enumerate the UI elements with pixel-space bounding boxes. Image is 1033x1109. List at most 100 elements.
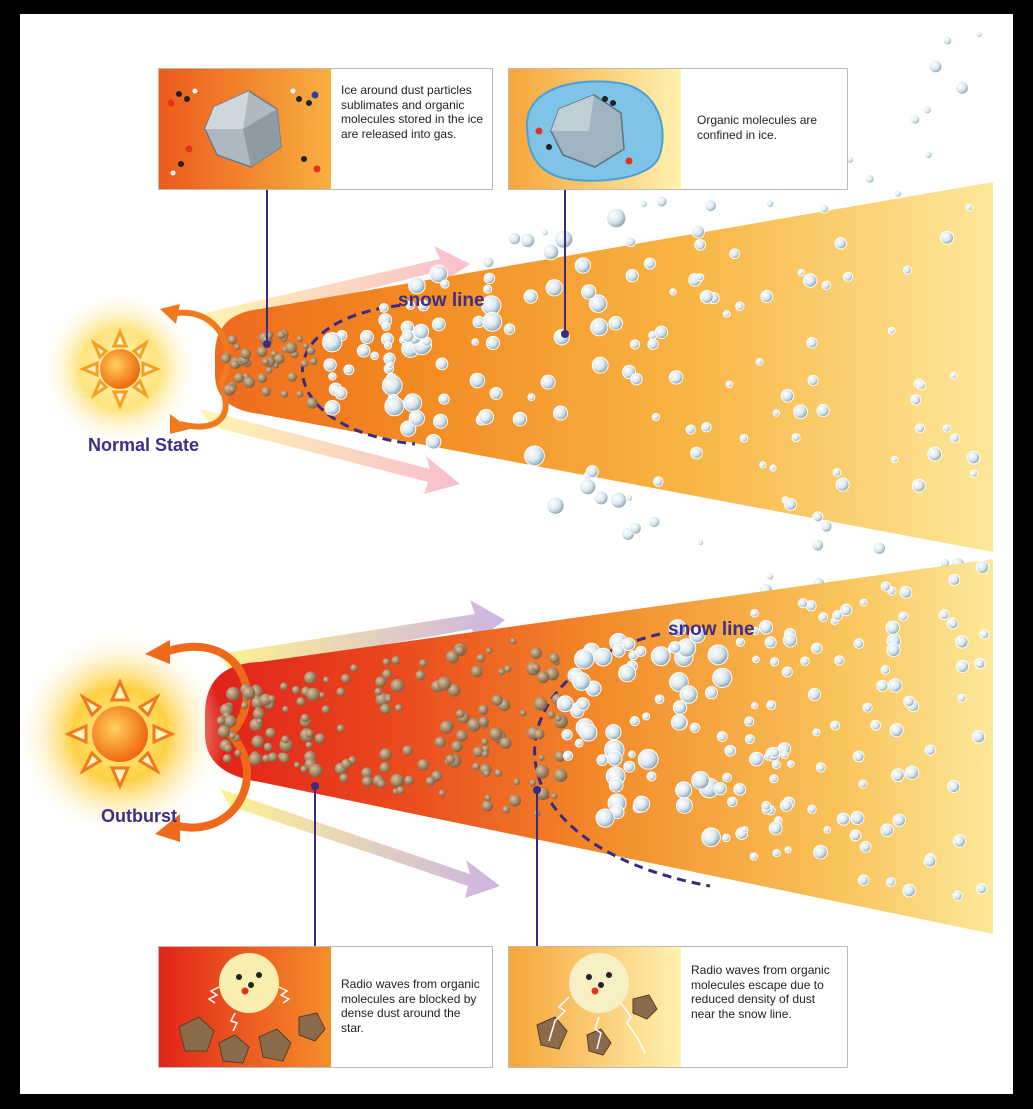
dust-particle — [288, 372, 297, 381]
normal-state-label: Normal State — [88, 435, 199, 456]
ice-particle — [895, 190, 902, 197]
callout-escape-text: Radio waves from organic molecules escap… — [691, 963, 841, 1021]
ice-particle — [432, 318, 445, 331]
ice-particle — [943, 36, 952, 45]
ice-particle — [323, 333, 342, 352]
dust-particle — [268, 752, 277, 761]
dust-particle — [279, 753, 289, 763]
ice-particle — [956, 636, 968, 648]
ice-particle — [630, 340, 639, 349]
ice-particle — [742, 827, 748, 833]
dust-particle — [513, 779, 520, 786]
ice-particle — [851, 812, 864, 825]
ice-particle — [900, 586, 912, 598]
ice-particle — [562, 730, 572, 740]
ice-particle — [751, 609, 759, 617]
ice-particle — [980, 630, 989, 639]
dust-particle — [224, 715, 236, 727]
dust-particle — [481, 738, 488, 745]
ice-particle — [871, 720, 881, 730]
ice-particle — [698, 539, 704, 545]
ice-particle — [673, 701, 686, 714]
ice-particle — [325, 400, 340, 415]
dust-particle — [217, 717, 225, 725]
dust-particle — [532, 664, 540, 672]
ice-particle — [649, 516, 660, 527]
ice-particle — [814, 845, 828, 859]
ice-particle — [892, 456, 898, 462]
ice-particle — [770, 775, 778, 783]
dust-particle — [492, 695, 503, 706]
dust-particle — [292, 686, 300, 694]
ice-particle — [956, 82, 969, 95]
ice-particle — [563, 751, 572, 760]
blocked-illustration — [159, 947, 331, 1067]
ice-particle — [905, 766, 918, 779]
ice-particle — [785, 847, 791, 853]
ice-particle — [608, 751, 623, 766]
dust-particle — [534, 729, 544, 739]
ice-particle — [939, 610, 949, 620]
ice-particle — [740, 434, 748, 442]
ice-particle — [853, 751, 864, 762]
dust-particle — [264, 743, 273, 752]
ice-particle — [833, 469, 841, 477]
dust-particle — [482, 751, 489, 758]
ice-particle — [728, 797, 738, 807]
ice-particle — [781, 752, 788, 759]
ice-particle — [606, 724, 621, 739]
ice-particle — [951, 372, 957, 378]
ice-particle — [771, 658, 779, 666]
ice-particle — [812, 539, 824, 551]
dust-particle — [489, 727, 502, 740]
ice-particle — [606, 208, 626, 228]
ice-particle — [629, 522, 641, 534]
ice-particle — [640, 200, 647, 207]
escape-illustration — [509, 947, 681, 1067]
ice-particle — [890, 724, 903, 737]
dust-particle — [498, 669, 505, 676]
ice-particle — [915, 424, 924, 433]
ice-particle — [798, 269, 804, 275]
ice-particle — [676, 782, 692, 798]
ice-particle — [524, 290, 537, 303]
ice-particle — [631, 373, 642, 384]
ice-particle — [700, 290, 713, 303]
dust-particle — [379, 748, 391, 760]
ice-particle — [541, 229, 548, 236]
ice-particle — [745, 717, 754, 726]
ice-particle — [324, 359, 336, 371]
sun-icon-top — [83, 332, 157, 406]
ice-particle — [344, 365, 354, 375]
ice-particle — [414, 324, 429, 339]
ice-particle — [887, 878, 896, 887]
ice-particle — [436, 358, 448, 370]
dust-particle — [265, 728, 275, 738]
ice-particle — [835, 656, 844, 665]
dust-particle — [455, 645, 465, 655]
ice-particle — [750, 853, 757, 860]
dust-particle — [229, 732, 236, 739]
ice-particle — [439, 394, 449, 404]
dust-particle — [244, 377, 255, 388]
dust-particle — [319, 692, 325, 698]
ice-particle — [822, 281, 830, 289]
ice-particle — [881, 666, 890, 675]
dust-particle — [446, 755, 455, 764]
dust-particle — [502, 806, 510, 814]
ice-particle — [966, 204, 972, 210]
dust-particle — [402, 745, 412, 755]
ice-particle — [626, 270, 638, 282]
ice-particle — [770, 748, 780, 758]
dust-particle — [551, 793, 557, 799]
dust-particle — [307, 397, 318, 408]
ice-particle — [638, 749, 658, 769]
ice-particle — [609, 316, 623, 330]
dust-particle — [509, 794, 521, 806]
ice-particle — [904, 696, 915, 707]
ice-particle — [844, 272, 853, 281]
dust-particle — [510, 638, 516, 644]
dust-particle — [310, 358, 317, 365]
ice-particle — [385, 342, 392, 349]
ice-particle — [547, 497, 564, 514]
